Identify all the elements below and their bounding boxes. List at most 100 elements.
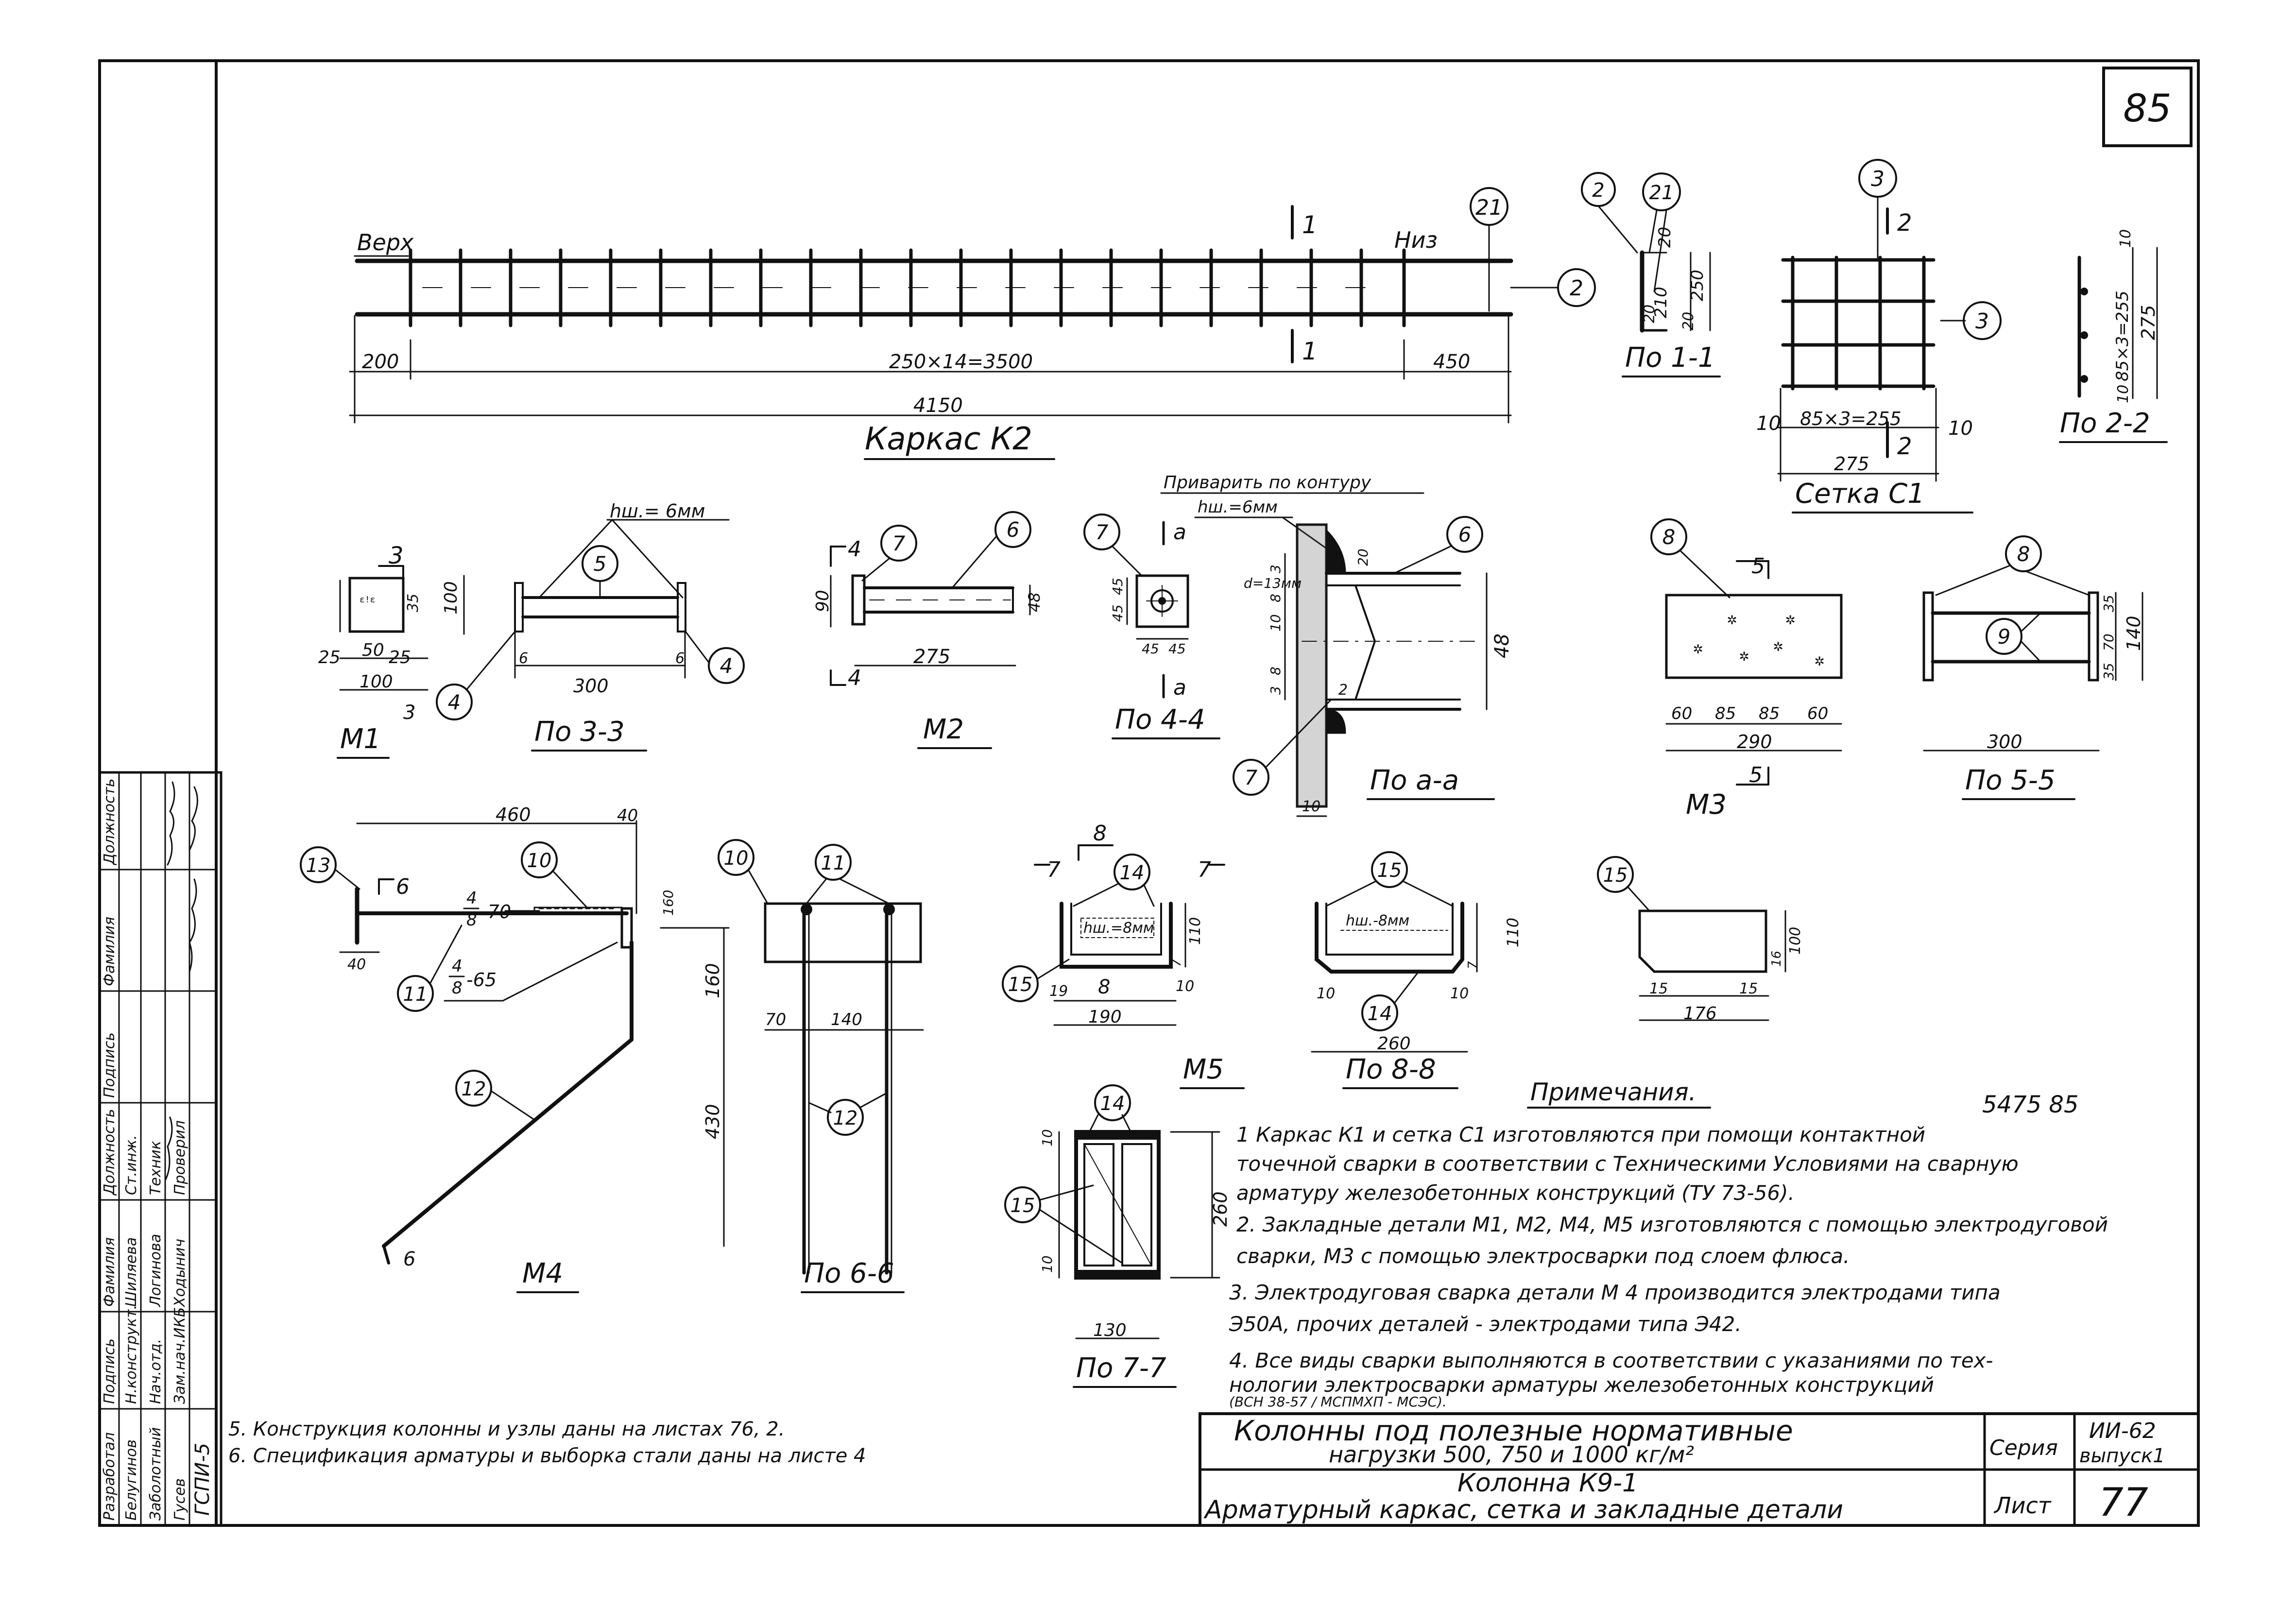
svg-text:48: 48	[1491, 633, 1513, 658]
note-line-5: сварки, М3 с помощью электросварки под с…	[1236, 1244, 1850, 1268]
svg-text:300: 300	[573, 675, 609, 697]
svg-text:13: 13	[306, 855, 331, 877]
svg-text:20: 20	[1641, 305, 1658, 323]
detail-m3: 8 5 ✲ ✲ ✲ ✲ ✲ ✲ 60 85 85 60 290 5 М3	[1650, 518, 1843, 821]
frame-k2: Верх Низ	[349, 187, 1596, 460]
svg-text:7: 7	[1047, 857, 1061, 882]
svg-text:70: 70	[2101, 633, 2117, 651]
stamp-role-3: Техник	[147, 1141, 164, 1195]
m1-title: М1	[340, 723, 381, 755]
notes-heading: Примечания.	[1530, 1078, 1696, 1106]
pencil-note: 5475 85	[1982, 1091, 2079, 1118]
svg-text:10: 10	[1948, 417, 1973, 440]
svg-text:7: 7	[892, 531, 906, 555]
svg-text:8: 8	[466, 910, 477, 930]
svg-text:160: 160	[660, 890, 676, 916]
stamp-header-signature-2: Подпись	[101, 1338, 118, 1404]
sheet-label: Лист	[1993, 1492, 2052, 1519]
sheet-number: 77	[2099, 1480, 2148, 1525]
section-3-3: hш.= 6мм 5 6 300 6 4 4 По 3-3	[436, 500, 745, 752]
svg-text:4: 4	[720, 654, 733, 678]
svg-text:6: 6	[675, 650, 685, 667]
svg-text:8: 8	[1662, 525, 1676, 549]
section-7-7: 14 10 10 260 15 130 По 7-7	[1004, 1084, 1231, 1388]
svg-text:6: 6	[519, 650, 528, 667]
svg-text:10: 10	[1176, 978, 1194, 995]
svg-text:15: 15	[1011, 1195, 1035, 1217]
section-6-6-title: По 6-6	[804, 1258, 894, 1289]
stamp-role-2: Н.конструкт.	[123, 1305, 140, 1404]
svg-text:15: 15	[1649, 980, 1668, 997]
svg-text:290: 290	[1737, 731, 1772, 753]
stamp-header-post: Должность	[101, 778, 118, 866]
section-1-1-title: По 1-1	[1625, 342, 1715, 374]
frame-bottom-label: Низ	[1394, 227, 1438, 253]
svg-text:11: 11	[821, 852, 846, 874]
svg-text:-65: -65	[466, 969, 497, 991]
dim-total: 4150	[913, 394, 963, 417]
svg-text:19: 19	[1049, 983, 1068, 1000]
svg-text:ε!ε: ε!ε	[360, 595, 376, 605]
svg-text:25: 25	[318, 648, 341, 667]
frame-top-label: Верх	[357, 229, 414, 256]
note-line-1: 1 Каркас К1 и сетка С1 изготовляются при…	[1236, 1123, 1925, 1146]
svg-text:2: 2	[1592, 179, 1604, 202]
svg-text:7: 7	[1245, 766, 1258, 789]
note-line-bottom-1: 5. Конструкция колонны и узлы даны на ли…	[228, 1418, 785, 1440]
svg-text:10: 10	[1302, 798, 1320, 815]
svg-text:✲: ✲	[1785, 609, 1795, 629]
stamp-role-6: Зам.нач.ИКБ	[171, 1307, 188, 1404]
svg-text:✲: ✲	[1739, 646, 1749, 665]
svg-text:✲: ✲	[1815, 650, 1824, 670]
svg-text:6: 6	[1458, 523, 1472, 547]
svg-text:35: 35	[2101, 663, 2117, 680]
svg-text:3: 3	[1268, 565, 1284, 573]
page-number: 85	[2123, 87, 2171, 131]
note-line-10: (ВСН 38-57 / МСПМХП - МСЭС).	[1229, 1394, 1447, 1410]
svg-text:5: 5	[1749, 763, 1763, 787]
svg-text:12: 12	[833, 1107, 858, 1129]
svg-text:460: 460	[496, 804, 531, 825]
svg-text:110: 110	[1504, 918, 1522, 947]
svg-text:10: 10	[1756, 412, 1781, 435]
svg-text:100: 100	[1787, 927, 1804, 955]
title-line-1: Колонны под полезные нормативные	[1234, 1414, 1793, 1447]
svg-text:5: 5	[1751, 554, 1765, 579]
svg-text:16: 16	[1769, 951, 1784, 967]
dim-left: 200	[362, 351, 399, 373]
svg-text:10: 10	[1268, 614, 1284, 632]
svg-text:60: 60	[1671, 704, 1692, 723]
mesh-title: Сетка С1	[1795, 478, 1925, 510]
detail-m1: 3 ε!ε 100 35 25 50 25 100 3 М1	[318, 542, 465, 759]
svg-text:8: 8	[1093, 821, 1107, 846]
subtitle-line-1: Колонна К9-1	[1457, 1469, 1638, 1498]
title-line-2: нагрузки 500, 750 и 1000 кг/м²	[1329, 1441, 1694, 1468]
svg-text:35: 35	[2101, 595, 2117, 612]
svg-text:15: 15	[1739, 980, 1758, 997]
svg-text:190: 190	[1088, 1007, 1122, 1027]
svg-text:275: 275	[1834, 453, 1869, 475]
svg-text:60: 60	[1807, 704, 1828, 723]
stamp-developed: Разработал	[101, 1432, 118, 1521]
svg-text:2: 2	[1897, 209, 1912, 237]
svg-text:4: 4	[466, 889, 477, 908]
svg-text:14: 14	[1100, 1093, 1125, 1115]
m4-title: М4	[522, 1258, 563, 1289]
svg-text:4: 4	[848, 537, 861, 562]
svg-text:9: 9	[1998, 625, 2011, 649]
notes: Примечания. 5475 85 1 Каркас К1 и сетка …	[228, 1078, 2108, 1467]
svg-text:8: 8	[1268, 594, 1284, 602]
svg-text:8: 8	[2017, 542, 2030, 566]
svg-text:45: 45	[1168, 641, 1186, 657]
section-4-4: 7 а 45 45 45 45 а По 4-4	[1083, 513, 1220, 739]
svg-text:15: 15	[1008, 974, 1033, 996]
svg-text:2: 2	[1897, 433, 1912, 460]
stamp-header-surname-2: Фамилия	[101, 1237, 118, 1307]
subtitle-line-2: Арматурный каркас, сетка и закладные дет…	[1203, 1495, 1843, 1524]
svg-text:4: 4	[848, 666, 861, 690]
section-a-a-title: По а-а	[1370, 765, 1459, 796]
svg-text:14: 14	[1120, 862, 1145, 884]
issue-value: выпуск1	[2079, 1445, 2165, 1467]
svg-text:275: 275	[913, 646, 950, 668]
